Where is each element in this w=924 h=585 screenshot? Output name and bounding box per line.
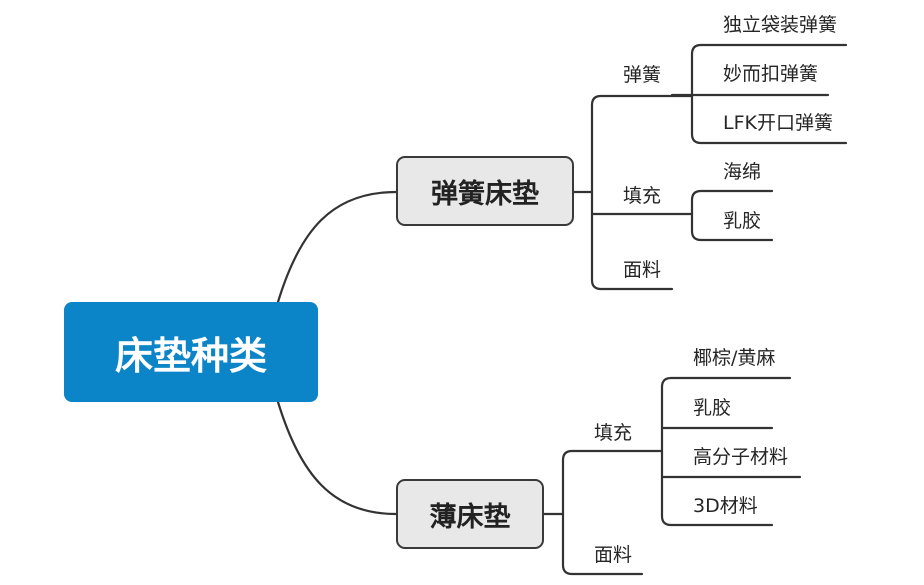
branch-node-spring-mattress[interactable]: 弹簧床垫 [396, 156, 574, 226]
leaf-coir-jute[interactable]: 椰棕/黄麻 [693, 347, 776, 369]
leaf-polymer-material[interactable]: 高分子材料 [693, 446, 789, 468]
leaf-sponge[interactable]: 海绵 [723, 161, 762, 183]
branch-node-thin-mattress[interactable]: 薄床垫 [396, 479, 544, 549]
leaf-pocket-spring[interactable]: 独立袋装弹簧 [723, 14, 838, 36]
subnode-spring[interactable]: 弹簧 [623, 64, 662, 86]
subnode-fabric[interactable]: 面料 [623, 259, 662, 281]
leaf-miaoerkou-spring[interactable]: 妙而扣弹簧 [723, 63, 819, 85]
subnode-fabric[interactable]: 面料 [594, 544, 633, 566]
leaf-latex[interactable]: 乳胶 [723, 210, 762, 232]
branch-label: 薄床垫 [429, 501, 511, 533]
subnode-filling[interactable]: 填充 [594, 422, 633, 444]
subnode-filling[interactable]: 填充 [623, 185, 662, 207]
root-label: 床垫种类 [114, 333, 267, 378]
leaf-3d-material[interactable]: 3D材料 [693, 495, 758, 517]
root-node[interactable]: 床垫种类 [64, 302, 318, 402]
branch-label: 弹簧床垫 [431, 178, 539, 210]
leaf-latex[interactable]: 乳胶 [693, 397, 732, 419]
leaf-lfk-spring[interactable]: LFK开口弹簧 [723, 112, 833, 134]
